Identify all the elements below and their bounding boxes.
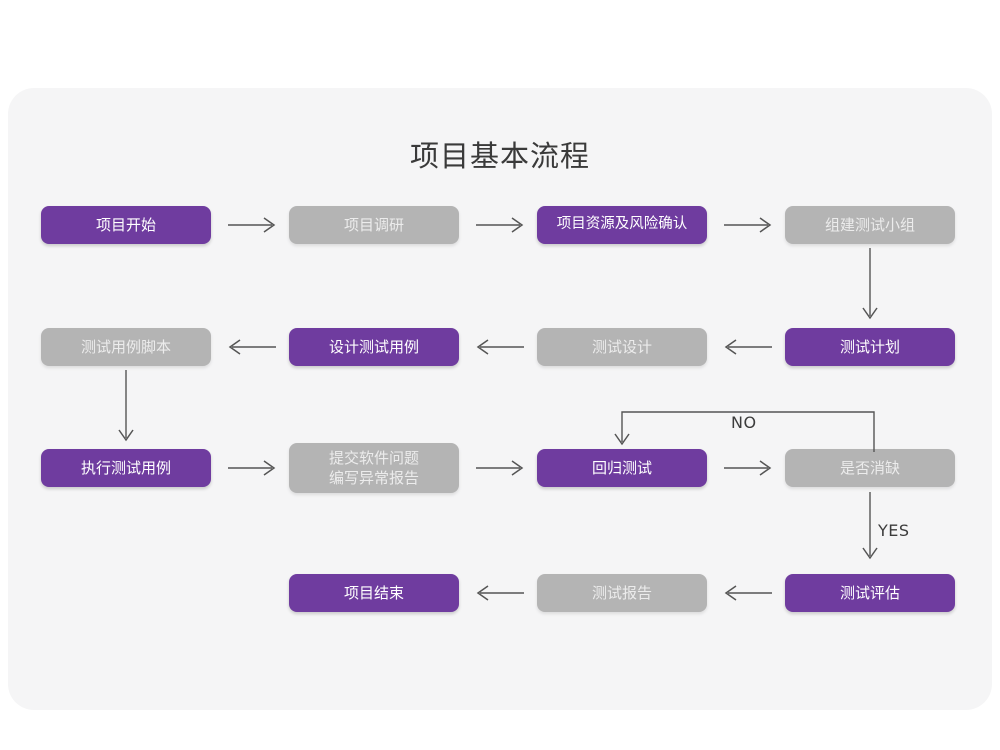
arrow-n5-n6-left [724, 339, 772, 355]
arrow-n6-n7-left [476, 339, 524, 355]
node-submit-issue-report[interactable]: 提交软件问题 编写异常报告 [289, 443, 459, 493]
node-test-plan[interactable]: 测试计划 [785, 328, 955, 366]
node-label: 设计测试用例 [328, 337, 419, 356]
node-defect-resolved-decision[interactable]: 是否消缺 [785, 449, 955, 487]
node-label: 测试报告 [591, 583, 652, 602]
diagram-panel [8, 88, 992, 710]
node-label: 项目调研 [343, 215, 404, 234]
node-project-end[interactable]: 项目结束 [289, 574, 459, 612]
node-label: 项目结束 [343, 583, 404, 602]
page-title: 项目基本流程 [409, 139, 590, 173]
node-label: 是否消缺 [839, 458, 900, 477]
node-label: 测试设计 [591, 337, 652, 356]
node-test-report[interactable]: 测试报告 [537, 574, 707, 612]
edge-label-yes: YES [878, 521, 910, 540]
node-label: 项目资源及风险确认 [556, 216, 688, 233]
arrow-n2-n3 [476, 217, 524, 233]
node-test-design[interactable]: 测试设计 [537, 328, 707, 366]
arrow-n7-n8-left [228, 339, 276, 355]
node-label: 组建测试小组 [824, 215, 915, 234]
node-project-research[interactable]: 项目调研 [289, 206, 459, 244]
arrow-n1-n2 [228, 217, 276, 233]
node-regression-test[interactable]: 回归测试 [537, 449, 707, 487]
node-label: 测试计划 [839, 337, 900, 356]
node-label: 测试用例脚本 [80, 337, 171, 356]
node-resource-risk-confirm[interactable]: 项目资源及风险确认 [537, 206, 707, 244]
arrow-no-loop [614, 411, 875, 452]
arrow-n11-n12 [724, 460, 772, 476]
arrow-n10-n11 [476, 460, 524, 476]
node-test-evaluation[interactable]: 测试评估 [785, 574, 955, 612]
arrow-n4-n5-down [862, 248, 878, 320]
arrow-n3-n4 [724, 217, 772, 233]
arrow-n8-n9-down [118, 370, 134, 442]
node-test-case-script[interactable]: 测试用例脚本 [41, 328, 211, 366]
node-label: 回归测试 [591, 458, 652, 477]
arrow-n9-n10 [228, 460, 276, 476]
arrow-n14-n15-left [476, 585, 524, 601]
node-label: 提交软件问题 编写异常报告 [328, 448, 419, 487]
node-label: 执行测试用例 [80, 458, 171, 477]
node-execute-test-case[interactable]: 执行测试用例 [41, 449, 211, 487]
edge-label-no: NO [731, 413, 757, 432]
node-label: 测试评估 [839, 583, 900, 602]
node-label: 项目开始 [95, 215, 156, 234]
arrow-yes-down [862, 492, 878, 560]
node-project-start[interactable]: 项目开始 [41, 206, 211, 244]
node-design-test-case[interactable]: 设计测试用例 [289, 328, 459, 366]
node-build-test-team[interactable]: 组建测试小组 [785, 206, 955, 244]
arrow-n13-n14-left [724, 585, 772, 601]
